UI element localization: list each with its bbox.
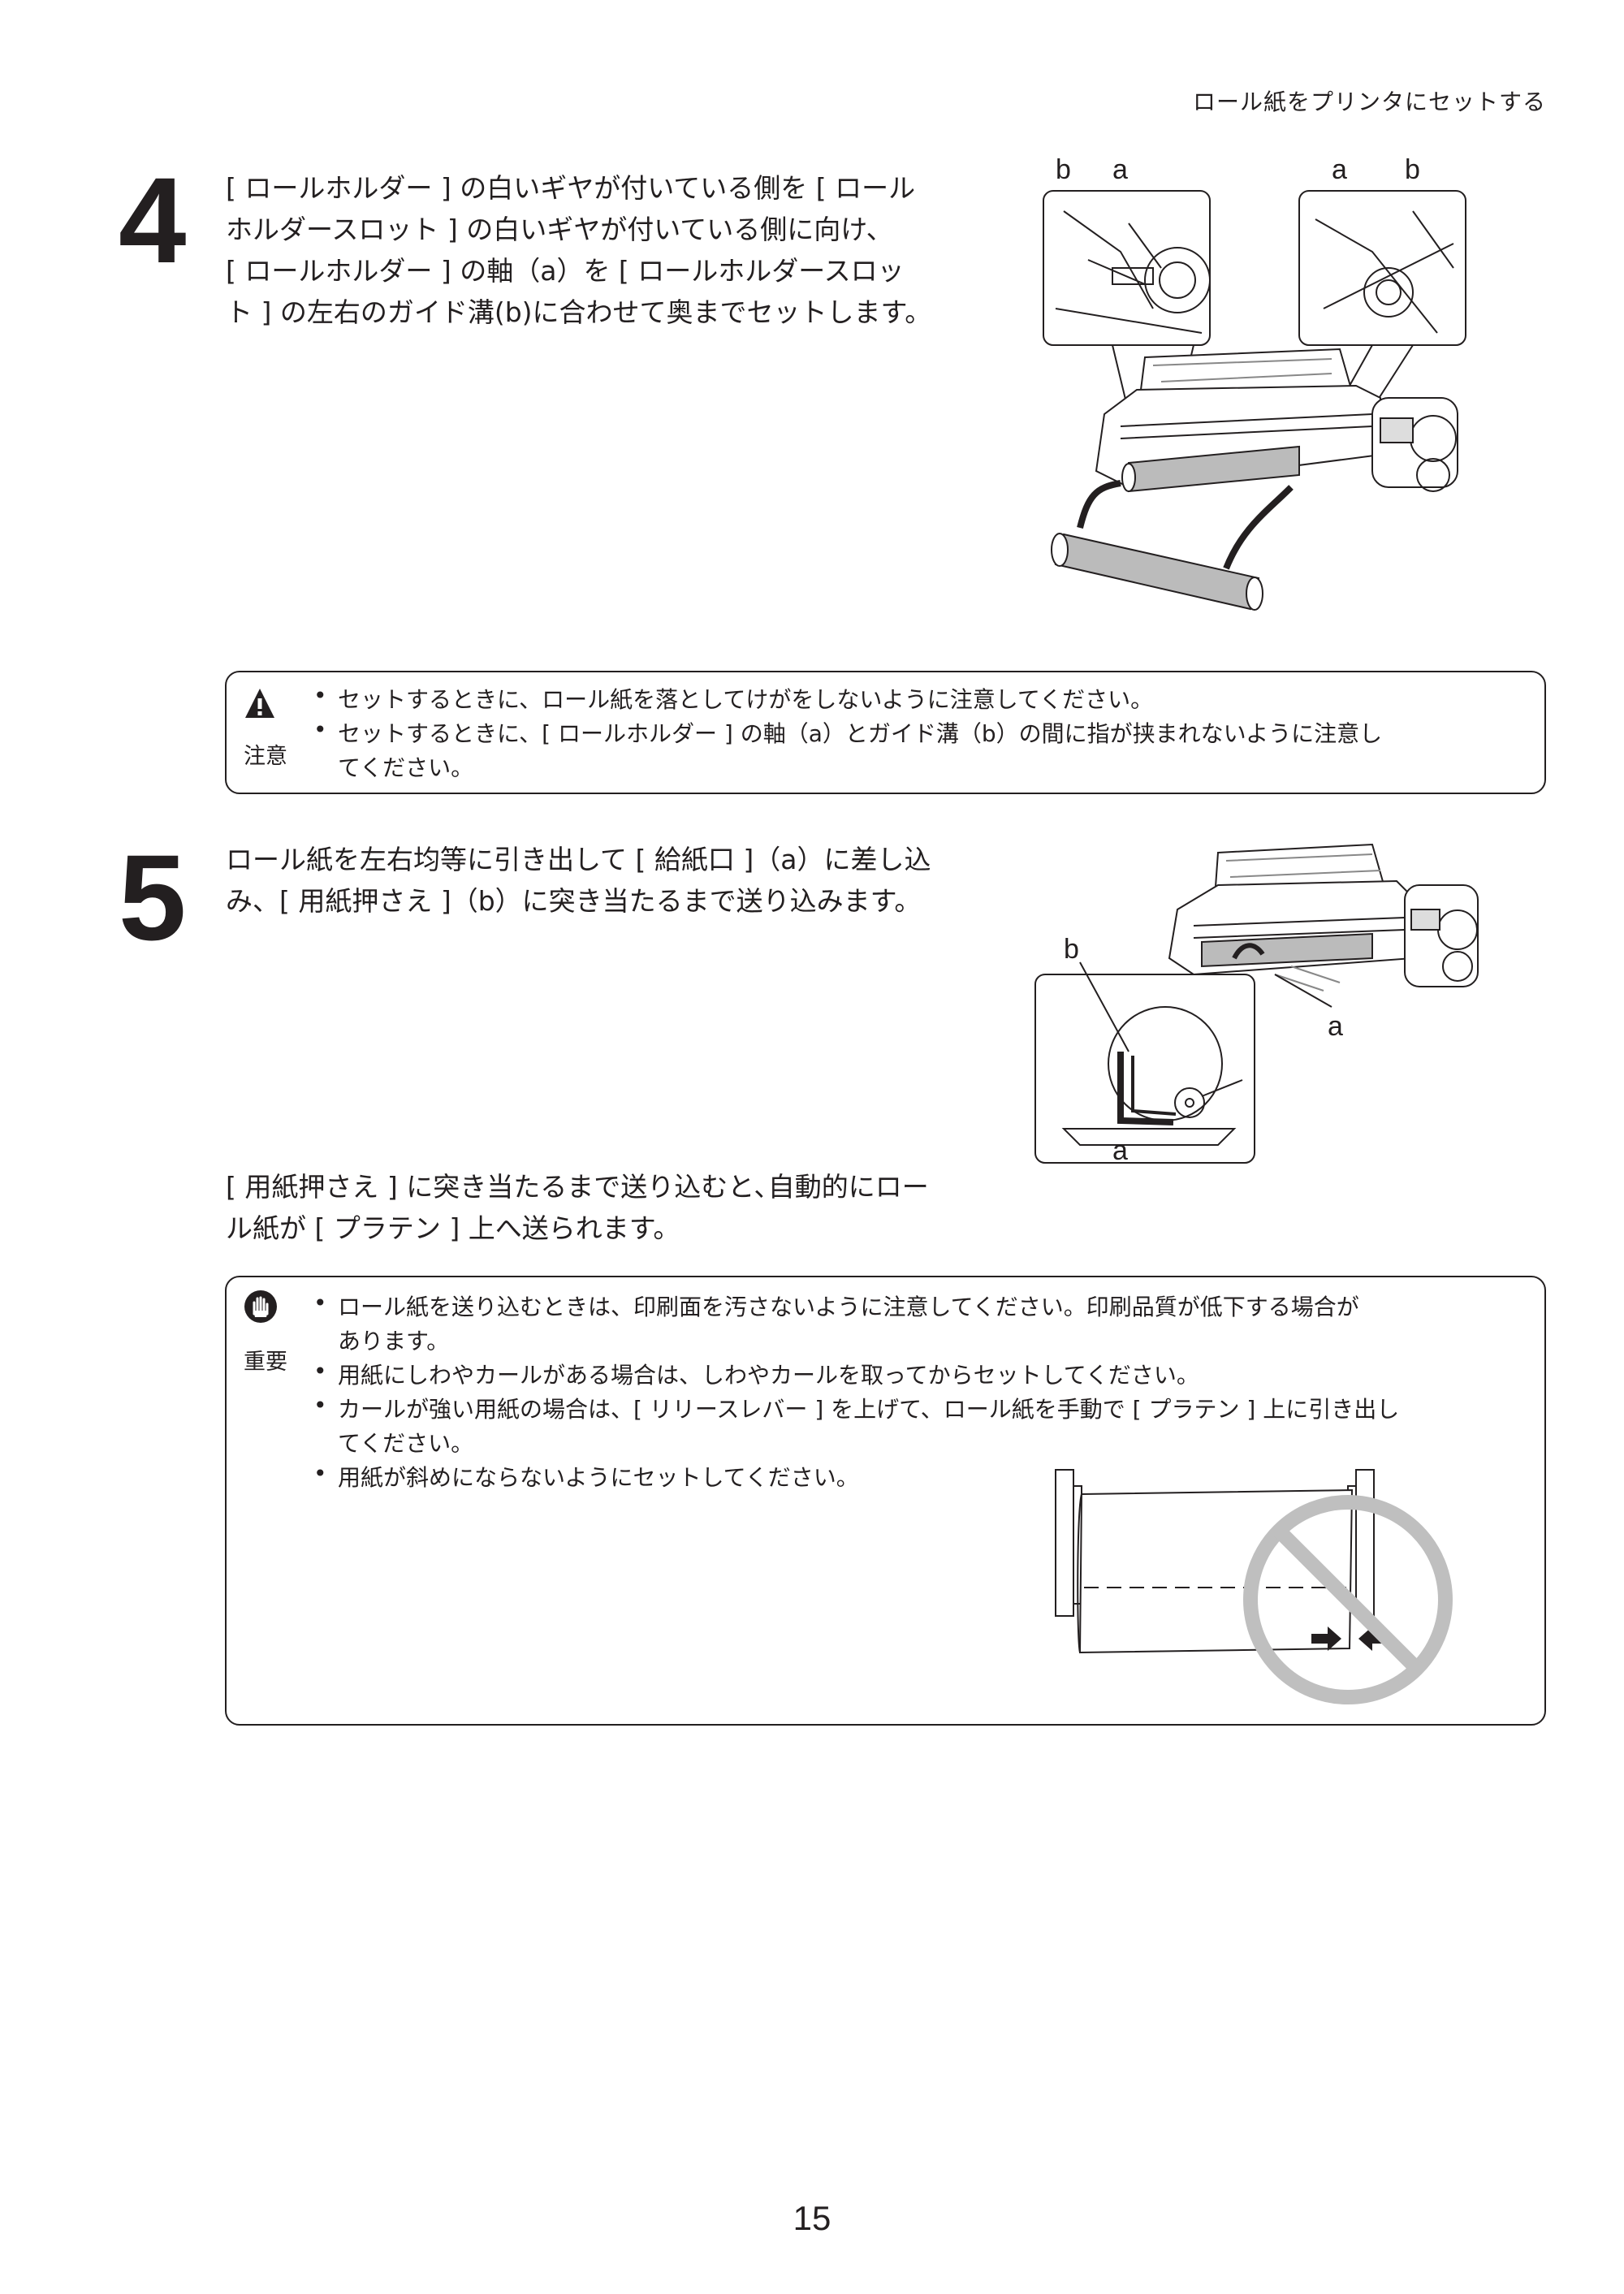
- caution-bullet-2-line-2: てください。: [338, 754, 474, 781]
- important-bullet-4: 用紙が斜めにならないようにセットしてください。: [338, 1464, 859, 1491]
- label-b: b: [1064, 934, 1079, 965]
- step-5-after-line: ル紙が [ プラテン ] 上へ送られます。: [226, 1212, 680, 1244]
- roll-holder-set-illustration: b a a b: [1043, 154, 1466, 611]
- step-5-number: 5: [119, 829, 187, 966]
- bullet-dot: •: [313, 1392, 327, 1419]
- important-bullet-3-line-1: カールが強い用紙の場合は、[ リリースレバー ] を上げて、ロール紙を手動で […: [338, 1396, 1400, 1423]
- hand-stop-icon: [244, 1290, 277, 1323]
- caution-bullet-2-line-1: セットするときに、[ ロールホルダー ] の軸（a）とガイド溝（b）の間に指が挟…: [338, 720, 1383, 747]
- step-4-line: [ ロールホルダー ] の軸（a）を [ ロールホルダースロッ: [226, 255, 905, 287]
- label-a-right: a: [1332, 154, 1347, 185]
- bullet-dot: •: [313, 1460, 327, 1487]
- important-label: 重要: [244, 1350, 287, 1375]
- step-5-line: み、[ 用紙押さえ ]（b）に突き当たるまで送り込みます。: [226, 885, 922, 917]
- bullet-dot: •: [313, 1358, 327, 1385]
- step-4-line: ホルダースロット ] の白いギヤが付いている側に向け、: [226, 214, 893, 245]
- label-b-left: b: [1056, 154, 1071, 185]
- bullet-dot: •: [313, 682, 327, 709]
- warning-icon: [245, 689, 274, 718]
- step-4-number: 4: [119, 152, 187, 288]
- step-5-after-line: [ 用紙押さえ ] に突き当たるまで送り込むと､自動的にロー: [226, 1171, 929, 1203]
- step-4-line: ト ] の左右のガイド溝(b)に合わせて奥までセットします。: [226, 296, 932, 328]
- label-a-top: a: [1328, 1011, 1343, 1042]
- important-box: [225, 1276, 1546, 1726]
- important-bullet-2: 用紙にしわやカールがある場合は、しわやカールを取ってからセットしてください。: [338, 1362, 1199, 1389]
- skewed-paper-illustration: [1055, 1469, 1453, 1704]
- caution-bullet-1: セットするときに、ロール紙を落としてけがをしないように注意してください。: [338, 686, 1154, 713]
- section-title: ロール紙をプリンタにセットする: [1192, 89, 1546, 115]
- bullet-dot: •: [313, 716, 327, 743]
- label-a-bottom: a: [1112, 1135, 1128, 1166]
- caution-box: [225, 671, 1546, 794]
- page-number: 15: [793, 2199, 831, 2237]
- important-bullet-3-line-2: てください。: [338, 1430, 474, 1457]
- step-5-text: ロール紙を左右均等に引き出して [ 給紙口 ]（a）に差し込 み、[ 用紙押さえ…: [226, 839, 931, 922]
- bullet-dot: •: [313, 1290, 327, 1316]
- prohibited-icon: [1243, 1495, 1453, 1704]
- important-bullet-1-line-2: あります。: [338, 1328, 450, 1354]
- step-4-text: [ ロールホルダー ] の白いギヤが付いている側を [ ロール ホルダースロット…: [226, 167, 931, 333]
- paper-feed-illustration: b a a: [1034, 843, 1479, 1166]
- step-5-line: ロール紙を左右均等に引き出して [ 給紙口 ]（a）に差し込: [226, 844, 931, 875]
- label-b-right: b: [1405, 154, 1420, 185]
- step-5-after-text: [ 用紙押さえ ] に突き当たるまで送り込むと､自動的にロー ル紙が [ プラテ…: [226, 1166, 929, 1249]
- step-4-line: [ ロールホルダー ] の白いギヤが付いている側を [ ロール: [226, 172, 916, 204]
- label-a-left: a: [1112, 154, 1128, 185]
- important-bullet-1-line-1: ロール紙を送り込むときは、印刷面を汚さないように注意してください。印刷品質が低下…: [338, 1294, 1359, 1320]
- caution-label: 注意: [244, 744, 287, 769]
